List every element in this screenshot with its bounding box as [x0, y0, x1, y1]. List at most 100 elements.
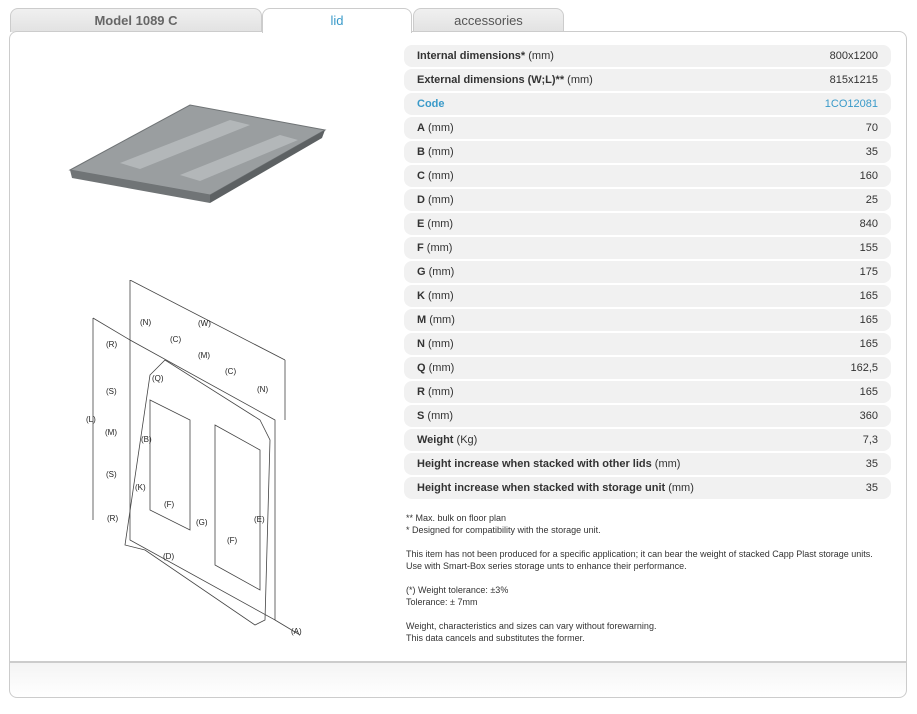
tab-accessories[interactable]: accessories — [413, 8, 564, 32]
spec-value: 165 — [859, 338, 878, 350]
label-r: (R) — [107, 514, 119, 523]
note: Weight, characteristics and sizes can va… — [406, 621, 657, 631]
spec-row: Code 1CO12081 — [404, 93, 891, 115]
spec-value: 70 — [865, 122, 878, 134]
spec-label: G (mm) — [417, 266, 454, 278]
label-c: (C) — [170, 335, 182, 344]
note: This item has not been produced for a sp… — [406, 549, 873, 559]
label-b: (B) — [141, 435, 152, 444]
label-s: (S) — [106, 470, 117, 479]
label-q: (Q) — [152, 374, 164, 383]
spec-unit: (mm) — [428, 266, 455, 278]
spec-name: Code — [417, 98, 445, 110]
spec-label: Q (mm) — [417, 362, 454, 374]
spec-unit: (Kg) — [456, 434, 478, 446]
label-r: (R) — [106, 340, 118, 349]
spec-label: N (mm) — [417, 338, 454, 350]
spec-label: D (mm) — [417, 194, 454, 206]
label-a: (A) — [291, 627, 302, 636]
spec-name: Internal dimensions* — [417, 50, 526, 62]
spec-name: External dimensions (W;L)** — [417, 74, 565, 86]
note: (*) Weight tolerance: ±3% — [406, 585, 509, 595]
spec-row: S (mm) 360 — [404, 405, 891, 427]
spec-value: 165 — [859, 290, 878, 302]
spec-value: 165 — [859, 386, 878, 398]
spec-name: K — [417, 290, 425, 302]
spec-row: A (mm) 70 — [404, 117, 891, 139]
label-g: (G) — [196, 518, 208, 527]
label-c: (C) — [225, 367, 237, 376]
spec-label: C (mm) — [417, 170, 454, 182]
spec-unit: (mm) — [428, 386, 454, 398]
tab-model[interactable]: Model 1089 C — [10, 8, 262, 32]
spec-name: B — [417, 146, 425, 158]
spec-unit: (mm) — [528, 50, 554, 62]
notes: ** Max. bulk on floor plan * Designed for… — [406, 512, 896, 656]
bottom-bar — [9, 662, 907, 698]
spec-unit: (mm) — [426, 242, 453, 254]
spec-name: A — [417, 122, 425, 134]
spec-label: S (mm) — [417, 410, 453, 422]
spec-label: External dimensions (W;L)** (mm) — [417, 74, 593, 86]
spec-label: R (mm) — [417, 386, 454, 398]
label-d: (D) — [163, 552, 175, 561]
spec-value: 35 — [865, 146, 878, 158]
spec-unit: (mm) — [428, 194, 454, 206]
spec-row: E (mm)840 — [404, 213, 891, 235]
spec-label: A (mm) — [417, 122, 454, 134]
spec-value: 155 — [859, 242, 878, 254]
spec-name: N — [417, 338, 425, 350]
spec-value: 840 — [859, 218, 878, 230]
tab-lid[interactable]: lid — [262, 8, 412, 33]
spec-name: C — [417, 170, 425, 182]
spec-label: K (mm) — [417, 290, 454, 302]
label-n: (N) — [257, 385, 269, 394]
spec-row: Weight (Kg)7,3 — [404, 429, 891, 451]
label-f: (F) — [227, 536, 238, 545]
spec-row: Q (mm)162,5 — [404, 357, 891, 379]
spec-value: 800x1200 — [829, 50, 878, 62]
spec-unit: (mm) — [429, 314, 455, 326]
spec-label: Weight (Kg) — [417, 434, 477, 446]
spec-value: 175 — [859, 266, 878, 278]
spec-value: 360 — [859, 410, 878, 422]
spec-label: Height increase when stacked with other … — [417, 458, 680, 470]
spec-value: 165 — [859, 314, 878, 326]
spec-unit: (mm) — [668, 482, 694, 494]
note: This data cancels and substitutes the fo… — [406, 633, 585, 643]
spec-label: Height increase when stacked with storag… — [417, 482, 694, 494]
note: ** Max. bulk on floor plan — [406, 513, 507, 523]
spec-unit: (mm) — [654, 458, 681, 470]
spec-value: 1CO12081 — [824, 98, 878, 110]
lid-photo — [68, 104, 327, 203]
note: * Designed for compatibility with the st… — [406, 525, 601, 535]
spec-name: D — [417, 194, 425, 206]
spec-row: Internal dimensions* (mm) 800x1200 — [404, 45, 891, 67]
spec-unit: (mm) — [427, 410, 454, 422]
note: Tolerance: ± 7mm — [406, 597, 478, 607]
spec-unit: (mm) — [567, 74, 593, 86]
label-l: (L) — [86, 415, 96, 424]
label-e: (E) — [254, 515, 265, 524]
spec-name: Height increase when stacked with storag… — [417, 482, 666, 494]
spec-row: N (mm) 165 — [404, 333, 891, 355]
spec-name: M — [417, 314, 427, 326]
spec-name: S — [417, 410, 425, 422]
spec-row: R (mm) 165 — [404, 381, 891, 403]
spec-name: F — [417, 242, 424, 254]
label-s: (S) — [106, 387, 117, 396]
spec-value: 35 — [865, 482, 878, 494]
spec-unit: (mm) — [428, 122, 454, 134]
spec-unit: (mm) — [428, 146, 454, 158]
spec-row: D (mm) 25 — [404, 189, 891, 211]
label-m: (M) — [105, 428, 117, 437]
spec-row: External dimensions (W;L)** (mm)815x1215 — [404, 69, 891, 91]
spec-unit: (mm) — [428, 338, 454, 350]
spec-name: Q — [417, 362, 426, 374]
dimension-diagram — [92, 280, 301, 636]
spec-row: C (mm)160 — [404, 165, 891, 187]
label-w: (W) — [198, 319, 211, 328]
spec-value: 25 — [865, 194, 878, 206]
spec-unit: (mm) — [428, 290, 454, 302]
